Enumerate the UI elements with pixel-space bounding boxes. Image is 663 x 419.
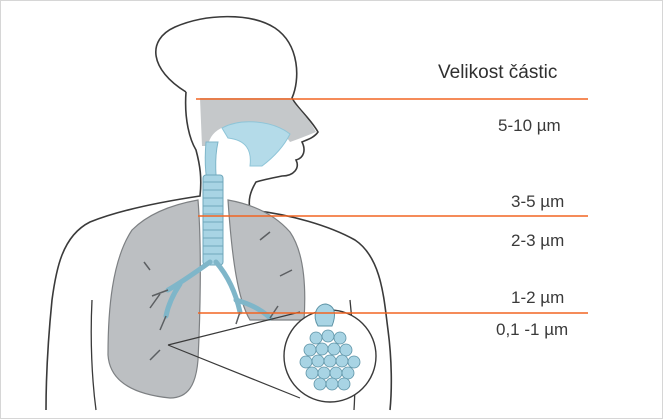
size-label-3-5: 3-5 µm: [511, 192, 564, 212]
trachea: [203, 175, 223, 265]
size-label-5-10: 5-10 µm: [498, 116, 561, 136]
lung-left: [108, 200, 200, 398]
size-label-1-2: 1-2 µm: [511, 288, 564, 308]
size-label-2-3: 2-3 µm: [511, 231, 564, 251]
oral-cavity: [222, 122, 290, 166]
size-label-0-1-1: 0,1 -1 µm: [496, 320, 568, 340]
arm-line-left: [91, 300, 96, 410]
particle-size-heading: Velikost částic: [438, 62, 557, 84]
alveoli-duct: [315, 304, 334, 326]
